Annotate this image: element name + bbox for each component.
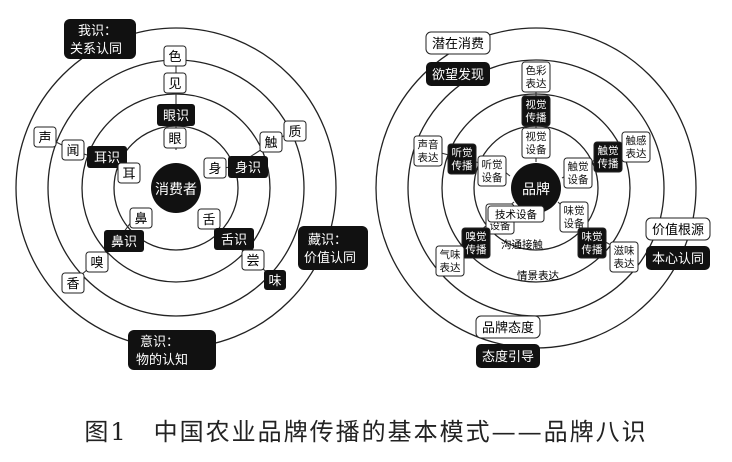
- figure-caption: 图1 中国农业品牌传播的基本模式——品牌八识: [84, 418, 648, 446]
- label-jishu: 技术设备: [495, 208, 537, 221]
- label-chujue_sb: 触觉设备: [568, 160, 589, 186]
- label-chu: 触: [264, 136, 277, 151]
- left-center-circle: [151, 163, 201, 213]
- note-taidu: 品牌态度: [482, 320, 534, 336]
- label-bi: 鼻: [134, 211, 147, 227]
- label-se: 色: [168, 49, 181, 65]
- box-chujue_sb: [563, 157, 593, 189]
- woshi-note: 我识： 关系认同: [64, 19, 136, 59]
- note-benxin: 本心认同: [652, 252, 704, 267]
- box-shijue_sb: [521, 127, 551, 159]
- label-shenshi: 身识: [235, 160, 261, 176]
- label-shijue_cb: 视觉传播: [526, 98, 547, 124]
- label-weijue_sb: 味觉设备: [564, 205, 585, 230]
- box-weijue_sb: [559, 201, 589, 233]
- cangshi-title: 藏识：: [308, 233, 347, 248]
- box-qiwei: [435, 245, 465, 277]
- woshi-title: 我识：: [78, 24, 117, 39]
- woshi-sub: 关系认同: [70, 42, 122, 57]
- yishi-title: 意识：: [140, 334, 179, 350]
- label-wei: 味: [268, 274, 281, 289]
- label-bishi: 鼻识: [111, 234, 137, 250]
- right-boxes: 色彩表达视觉传播视觉设备触感表达触觉传播触觉设备声音表达听觉传播听觉设备嗅觉设备…: [413, 61, 651, 277]
- label-xiang: 香: [66, 277, 79, 292]
- box-shijue_cb: [521, 95, 551, 127]
- label-xiu: 嗅: [90, 256, 103, 271]
- label-er: 耳: [122, 167, 135, 182]
- label-wen: 闻: [66, 144, 79, 159]
- label-qingjing: 情景表达: [517, 269, 559, 282]
- box-shengyin: [413, 135, 443, 167]
- label-she: 舌: [202, 213, 215, 228]
- yishi-sub: 物的认知: [136, 352, 188, 368]
- right-center-label: 品牌: [522, 181, 550, 198]
- box-secai: [521, 61, 551, 93]
- right-diagram: 品牌 潜在消费 欲望发现 价值根源 本心认同 品牌态度 态度引导 色彩表达视觉传…: [375, 27, 711, 368]
- label-chugan: 触感表达: [626, 134, 647, 160]
- label-ziwei: 滋味表达: [614, 244, 635, 270]
- right-center-circle: [511, 163, 561, 213]
- cangshi-note: 藏识： 价值认同: [298, 226, 368, 270]
- label-ershi: 耳识: [94, 151, 120, 166]
- label-weijue_cb: 味觉传播: [582, 231, 603, 256]
- note-jiazhi: 价值根源: [652, 222, 704, 238]
- label-shijue_sb: 视觉设备: [526, 130, 547, 156]
- note-qianzai: 潜在消费: [432, 37, 484, 52]
- label-goutong: 沟通接触: [501, 238, 543, 251]
- box-tingjue_cb: [447, 143, 477, 175]
- label-tingjue_cb: 听觉传播: [452, 147, 473, 172]
- label-sheng: 声: [38, 131, 51, 146]
- left-diagram: 消费者 我识： 关系认同 藏识： 价值认同 意识： 物的认知 色 见 眼识 眼: [15, 19, 368, 370]
- label-shengyin: 声音表达: [418, 138, 439, 164]
- label-yan: 眼: [168, 132, 181, 147]
- label-xiujue_cb: 嗅觉传播: [466, 230, 487, 256]
- box-xiujue_cb: [461, 227, 491, 259]
- label-shen: 身: [208, 161, 221, 177]
- yishi-note: 意识： 物的认知: [128, 330, 216, 370]
- box-ziwei: [609, 241, 639, 273]
- label-jian: 见: [168, 77, 181, 92]
- box-chujue_cb: [593, 141, 623, 173]
- note-yuwang: 欲望发现: [432, 67, 484, 83]
- note-yindao: 态度引导: [482, 349, 534, 365]
- label-secai: 色彩表达: [526, 64, 547, 90]
- label-chujue_cb: 触觉传播: [598, 144, 619, 170]
- label-chang: 尝: [246, 254, 259, 269]
- box-tingjue_sb: [477, 155, 507, 187]
- left-center-label: 消费者: [155, 182, 197, 198]
- label-zhi: 质: [288, 125, 301, 140]
- cangshi-sub: 价值认同: [304, 250, 356, 266]
- label-sheshi: 舌识: [221, 233, 247, 248]
- box-weijue_cb: [577, 227, 607, 259]
- label-tingjue_sb: 听觉设备: [482, 159, 503, 184]
- label-qiwei: 气味表达: [440, 248, 461, 274]
- label-yanshi: 眼识: [163, 109, 189, 124]
